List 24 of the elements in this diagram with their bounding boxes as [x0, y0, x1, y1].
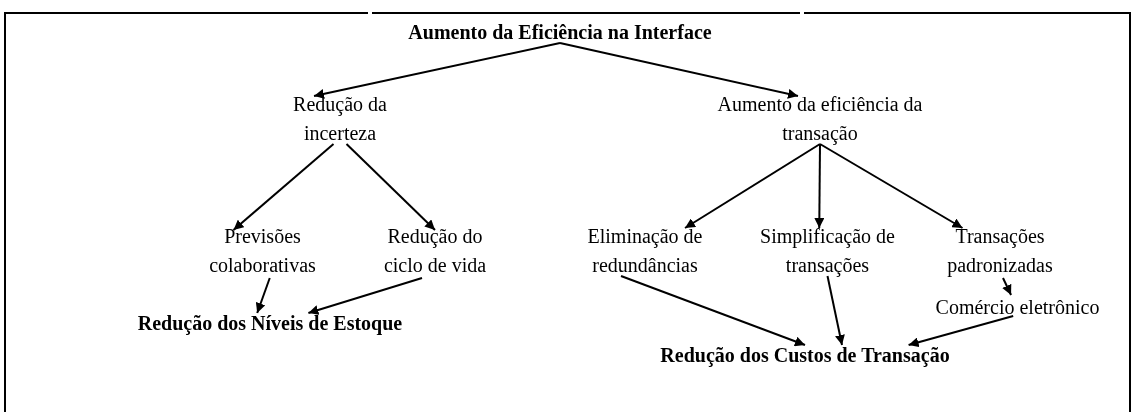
- concept-text: Redução da incerteza: [275, 90, 405, 148]
- concept-text: Previsões colaborativas: [190, 222, 335, 280]
- diagram-heading: Aumento da Eficiência na Interface: [340, 18, 780, 47]
- arrow: [814, 143, 825, 229]
- arrow: [307, 277, 423, 315]
- arrow: [1002, 277, 1013, 296]
- outcome-text: Redução dos Níveis de Estoque: [110, 309, 430, 338]
- concept-text: Comércio eletrônico: [910, 293, 1125, 322]
- outcome-text: Redução dos Custos de Transação: [620, 341, 990, 370]
- arrow: [313, 42, 561, 99]
- concept-text: Redução do ciclo de vida: [370, 222, 500, 280]
- arrow: [684, 143, 821, 229]
- arrow: [345, 143, 436, 231]
- concept-text: Transações padronizadas: [925, 222, 1075, 280]
- arrow: [826, 275, 845, 346]
- arrow: [559, 42, 799, 99]
- arrow: [819, 143, 964, 229]
- concept-text: Simplificação de transações: [745, 222, 910, 280]
- concept-text: Eliminação de redundâncias: [565, 222, 725, 280]
- arrow: [620, 275, 806, 347]
- arrow: [232, 143, 335, 231]
- concept-text: Aumento da eficiência da transação: [710, 90, 930, 148]
- arrow: [255, 277, 271, 314]
- arrow: [907, 315, 1015, 348]
